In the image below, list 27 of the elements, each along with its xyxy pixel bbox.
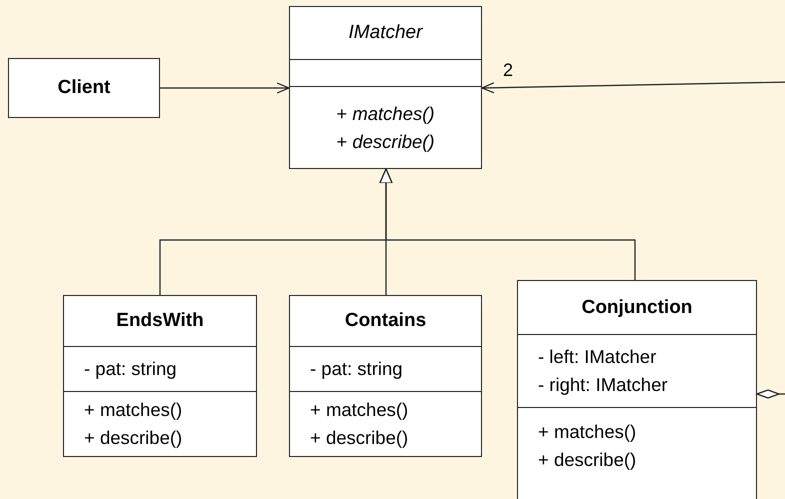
class-box (517, 280, 757, 499)
method-text: + matches() (83, 398, 184, 422)
multiplicity-label: 2 (503, 60, 514, 81)
method-text: + matches() (537, 420, 638, 444)
class-name: IMatcher (348, 22, 424, 44)
class-box (289, 6, 482, 169)
class-box (8, 58, 160, 118)
method-text: + describe() (309, 426, 410, 450)
method-text: + matches() (335, 102, 436, 126)
class-name: Client (56, 77, 112, 99)
method-text: + describe() (537, 448, 638, 472)
class-name: Contains (344, 310, 428, 332)
attribute-text: - pat: string (83, 357, 178, 381)
aggregation-line (756, 389, 785, 399)
attribute-text: - pat: string (309, 357, 404, 381)
class-box (63, 295, 257, 457)
attribute-text: - right: IMatcher (537, 373, 669, 397)
association-arrow (160, 82, 290, 94)
association-arrow (481, 81, 785, 94)
class-name: Conjunction (580, 296, 694, 318)
class-box (289, 295, 482, 457)
class-name: EndsWith (115, 310, 205, 332)
method-text: + describe() (83, 426, 184, 450)
method-text: + describe() (335, 130, 436, 154)
method-text: + matches() (309, 398, 410, 422)
attribute-text: - left: IMatcher (537, 345, 658, 369)
inheritance-arrow (379, 168, 636, 280)
